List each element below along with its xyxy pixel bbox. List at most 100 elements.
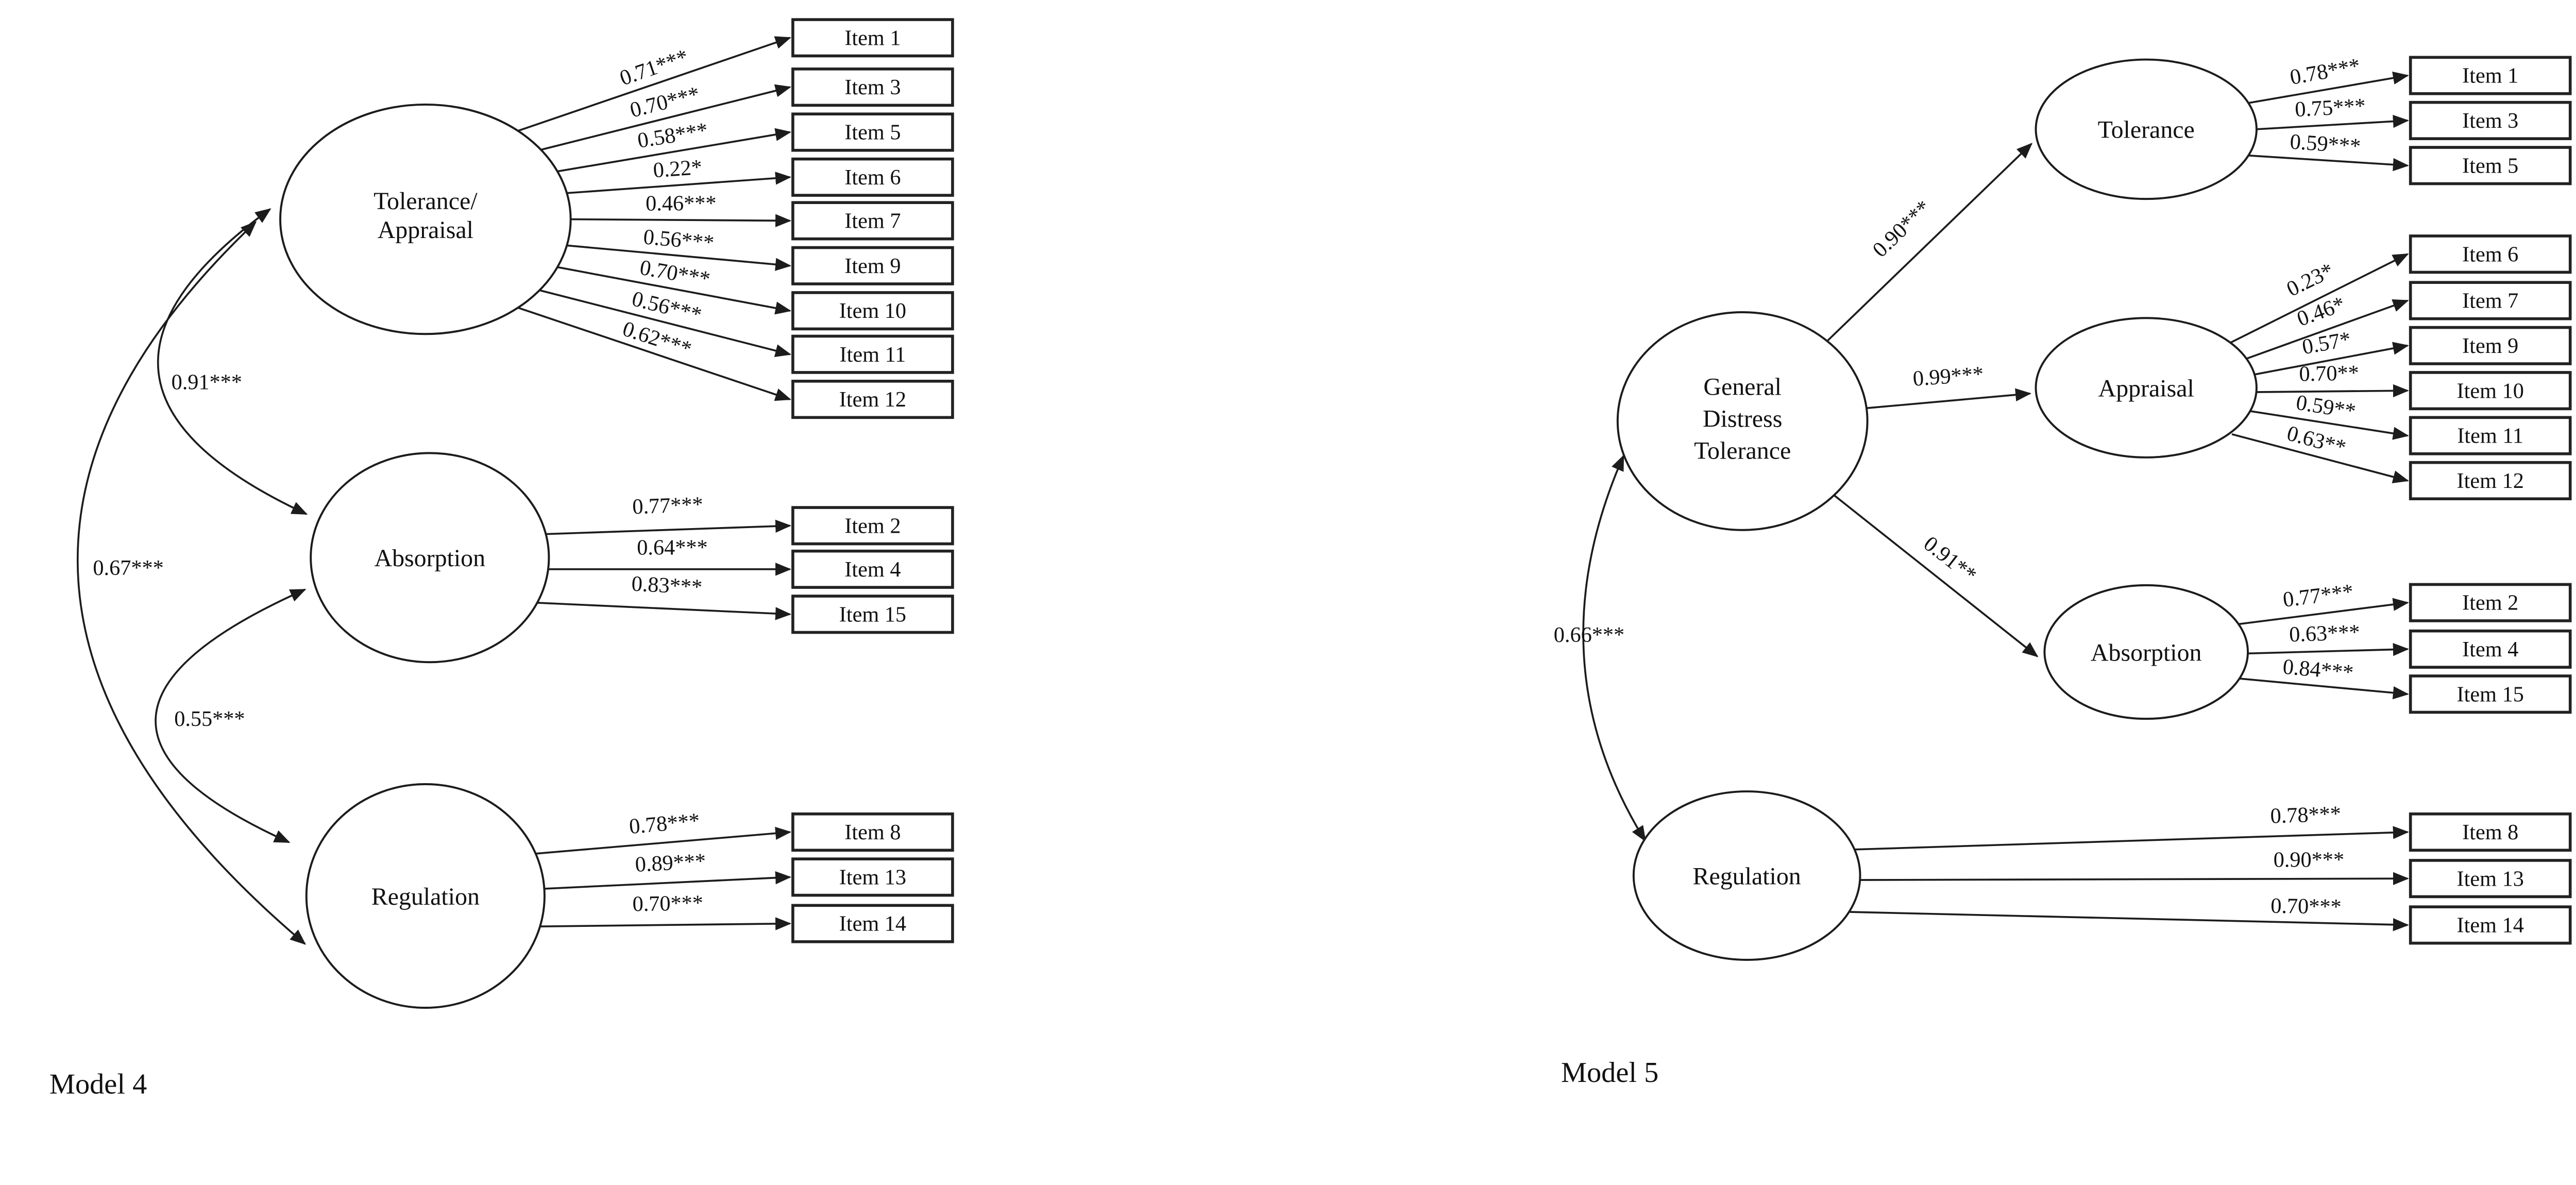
item-box-label: Item 2 <box>844 514 901 538</box>
item-box-label: Item 5 <box>2462 154 2518 178</box>
model5-gdt-label-line3: Tolerance <box>1694 437 1791 465</box>
loading-value: 0.77*** <box>632 493 704 519</box>
arrow-tol-item3 <box>2256 114 2409 130</box>
arrow-ta-item9 <box>566 244 792 271</box>
item-box <box>791 67 954 107</box>
arrow-reg-item13 <box>544 871 792 890</box>
loading-value: 0.70*** <box>638 256 711 292</box>
loading-value: 0.22* <box>652 155 703 183</box>
loading-value: 0.70** <box>2299 361 2359 386</box>
item-box-label: Item 7 <box>2462 289 2518 313</box>
item-box <box>2409 674 2572 714</box>
loading-value: 0.78*** <box>628 808 701 839</box>
item-box <box>2409 371 2572 411</box>
loading-value: 0.63*** <box>2289 620 2360 647</box>
path-value: 0.90*** <box>1868 195 1936 262</box>
item-box <box>2409 629 2572 669</box>
loading-value: 0.78*** <box>2270 802 2342 828</box>
model5-item-boxes: Item 1 Item 3 Item 5 Item 6 Item 7 Item … <box>2409 56 2572 945</box>
model4-ta-label-line2: Appraisal <box>378 216 473 244</box>
item-box-label: Item 12 <box>2457 469 2524 493</box>
model4-absorption-ellipse <box>310 452 550 664</box>
model5-regulation-ellipse <box>1632 790 1861 961</box>
item-box-label: Item 12 <box>839 387 906 412</box>
model5-appraisal-label: Appraisal <box>2098 375 2194 402</box>
loading-value: 0.70*** <box>632 891 703 916</box>
item-box <box>791 291 954 331</box>
item-box-label: Item 11 <box>2457 424 2523 448</box>
loading-value: 0.83*** <box>631 571 703 599</box>
model5-absorption-ellipse <box>2043 584 2249 720</box>
item-box-label: Item 6 <box>2462 242 2518 266</box>
arrow-gdt-absorption <box>1833 494 2039 657</box>
loading-value: 0.70*** <box>2270 894 2342 919</box>
model5-absorption-label: Absorption <box>2091 639 2202 666</box>
item-box <box>2409 416 2572 455</box>
model5-appraisal-ellipse <box>2035 317 2258 459</box>
item-box <box>791 549 954 589</box>
curve-ta-absorption <box>157 208 308 515</box>
arrow-abs-item2 <box>2236 598 2409 625</box>
item-box <box>791 506 954 546</box>
item-box-label: Item 3 <box>844 75 901 99</box>
loading-value: 0.59*** <box>2289 129 2361 158</box>
item-box <box>2409 234 2572 274</box>
loading-value: 0.90*** <box>2274 848 2344 872</box>
item-box <box>791 380 954 419</box>
item-box <box>2409 583 2572 622</box>
model5-gdt-label-line1: General <box>1703 374 1782 401</box>
item-box-label: Item 15 <box>839 602 906 627</box>
arrow-ta-item7 <box>570 214 792 227</box>
arrow-app-item9 <box>2253 342 2409 376</box>
item-box-label: Item 14 <box>839 912 906 936</box>
model5-loading-arrows <box>1850 71 2409 932</box>
curve-ta-regulation <box>76 221 307 945</box>
arrow-reg-item14 <box>538 917 792 930</box>
loading-value: 0.89*** <box>635 849 707 877</box>
model5-structural-arrows <box>1582 143 2039 842</box>
arrow-app-item11 <box>2249 410 2409 440</box>
item-box <box>2409 281 2572 320</box>
model5-tolerance-ellipse <box>2035 58 2258 200</box>
model4-item-boxes: Item 1 Item 3 Item 5 Item 6 Item 7 Item … <box>791 18 954 943</box>
item-box <box>791 112 954 152</box>
arrow-app-item7 <box>2246 299 2409 360</box>
arrow-reg-item8 <box>533 826 792 855</box>
arrow-app-item10 <box>2256 384 2409 398</box>
loading-value: 0.56*** <box>642 225 715 255</box>
item-box-label: Item 10 <box>2457 379 2524 403</box>
item-box-label: Item 7 <box>844 209 901 233</box>
arrow-gdt-appraisal <box>1867 388 2032 409</box>
item-box <box>791 201 954 241</box>
model5-path-labels: 0.90*** 0.99*** 0.91** <box>1868 195 1985 587</box>
arrow-abs-item4 <box>2247 642 2409 656</box>
model4-tolerance-appraisal-ellipse <box>279 103 572 335</box>
loading-value: 0.70*** <box>628 82 702 123</box>
model5-gdt-ellipse <box>1616 311 1869 531</box>
model4-ta-label-line1: Tolerance/ <box>374 188 478 215</box>
arrow-reg-item8 <box>1854 826 2409 851</box>
item-box-label: Item 10 <box>839 299 906 323</box>
sem-models-figure: Tolerance/ Appraisal Absorption Regulati… <box>49 18 2572 1101</box>
model5-regulation-label: Regulation <box>1693 862 1801 890</box>
path-value: 0.99*** <box>1912 362 1984 391</box>
item-box <box>791 904 954 943</box>
model4-regulation-label: Regulation <box>371 883 480 910</box>
arrow-ta-item12 <box>518 307 791 401</box>
arrow-tol-item1 <box>2247 71 2409 104</box>
arrow-ta-item11 <box>540 289 791 358</box>
arrow-ta-item10 <box>557 266 792 315</box>
corr-ta-regulation-label: 0.67*** <box>93 556 163 580</box>
model4-loading-arrows <box>518 36 792 930</box>
model5-caption: Model 5 <box>1561 1057 1658 1089</box>
loading-value: 0.75*** <box>2294 94 2366 122</box>
loading-value: 0.64*** <box>637 536 707 560</box>
model5-loading-labels: 0.78*** 0.75*** 0.59*** 0.23* 0.46* 0.57… <box>2270 54 2366 919</box>
item-box-label: Item 9 <box>844 254 901 278</box>
item-box <box>791 246 954 285</box>
item-box <box>2409 146 2572 185</box>
arrow-app-item6 <box>2230 253 2409 344</box>
item-box-label: Item 6 <box>844 165 901 190</box>
item-box <box>2409 326 2572 365</box>
model4-loading-labels: 0.71*** 0.70*** 0.58*** 0.22* 0.46*** 0.… <box>617 44 717 916</box>
